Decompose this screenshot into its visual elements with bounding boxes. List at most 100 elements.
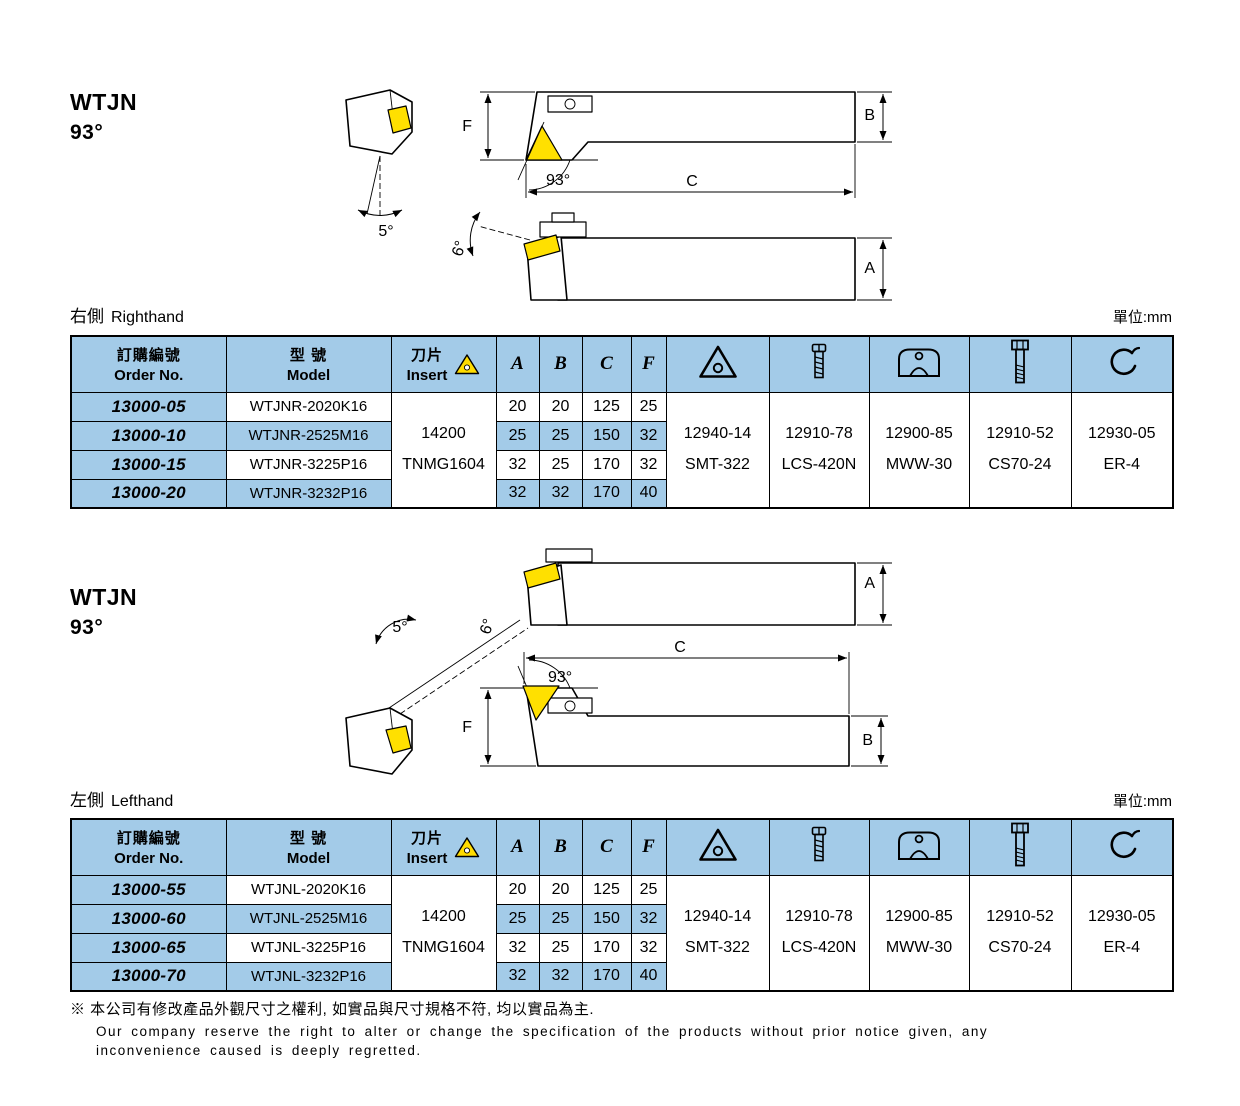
col-header-clamp: [868, 818, 970, 876]
hand-label-zh: 左側: [70, 791, 104, 810]
disclaimer-zh: ※ 本公司有修改產品外觀尺寸之權利, 如實品與尺寸規格不符, 均以實品為主.: [70, 1001, 595, 1018]
col-header-bolt: [968, 818, 1072, 876]
dim-b-cell: 25: [538, 420, 583, 451]
dim-a-cell: 20: [495, 391, 540, 422]
col-header-dim-c: C: [581, 818, 632, 876]
dim-b-label: B: [864, 107, 875, 124]
dim-c-cell: 150: [581, 903, 632, 934]
dim-f-label: F: [462, 118, 472, 135]
dim-c-cell: 125: [581, 391, 632, 422]
table-row: 13000-65 WTJNL-3225P16 32 25 170 32: [70, 932, 1173, 963]
bolt-icon: [1011, 339, 1029, 384]
dim-a-cell: 25: [495, 903, 540, 934]
top-view: F B C 93°: [462, 91, 892, 198]
series-angle: 93°: [70, 121, 104, 145]
model-cell: WTJNL-3232P16: [225, 961, 392, 992]
unit-label: 單位:mm: [1112, 309, 1172, 326]
dim-b-cell: 20: [538, 874, 583, 905]
dim-f-cell: 32: [630, 932, 667, 963]
dim-b-cell: 32: [538, 478, 583, 509]
model-cell: WTJNL-3225P16: [225, 932, 392, 963]
col-header-dim-b: B: [538, 818, 583, 876]
order-no-cell: 13000-15: [70, 449, 227, 480]
col-header-insert-shape: [665, 818, 770, 876]
angle-6-label: 6°: [449, 239, 470, 259]
col-header-clip: [1070, 818, 1174, 876]
dim-f-cell: 32: [630, 903, 667, 934]
lefthand-technical-drawing: A 5° 6° C 93°: [345, 548, 892, 775]
side-view: A 6°: [449, 211, 892, 301]
table-row: 13000-15 WTJNR-3225P16 32 25 170 32: [70, 449, 1173, 480]
dim-b-cell: 32: [538, 961, 583, 992]
dim-c-label: C: [686, 173, 698, 190]
model-cell: WTJNL-2020K16: [225, 874, 392, 905]
col-header-clip: [1070, 335, 1174, 393]
dim-b-cell: 25: [538, 449, 583, 480]
insert-shape-icon: [698, 345, 737, 378]
dim-c-cell: 170: [581, 961, 632, 992]
model-cell: WTJNR-3232P16: [225, 478, 392, 509]
hand-label-en: Lefthand: [111, 793, 174, 810]
dim-a-cell: 20: [495, 874, 540, 905]
table-row: 13000-70 WTJNL-3232P16 32 32 170 40: [70, 961, 1173, 992]
dim-f-cell: 32: [630, 449, 667, 480]
screw-icon: [811, 826, 827, 862]
dim-f-cell: 25: [630, 874, 667, 905]
col-header-dim-a: A: [495, 818, 540, 876]
dim-a-label: A: [864, 575, 875, 592]
section-title-righthand: WTJN 93°: [70, 86, 137, 148]
dim-b-label: B: [862, 732, 873, 749]
dim-c-cell: 170: [581, 449, 632, 480]
table-row: 13000-20 WTJNR-3232P16 32 32 170 40: [70, 478, 1173, 509]
spring-clip-icon: [1110, 829, 1140, 858]
clamp-icon: [898, 348, 940, 377]
dim-b-cell: 20: [538, 391, 583, 422]
col-header-bolt: [968, 335, 1072, 393]
col-header-screw: [768, 818, 870, 876]
hand-label: 左側 Lefthand: [70, 786, 173, 811]
dim-f-cell: 40: [630, 961, 667, 992]
col-header-dim-b: B: [538, 335, 583, 393]
col-header-screw: [768, 335, 870, 393]
order-no-cell: 13000-70: [70, 961, 227, 992]
dim-c-cell: 170: [581, 478, 632, 509]
insert-triangle-icon: [455, 354, 480, 374]
dim-c-cell: 170: [581, 932, 632, 963]
order-no-cell: 13000-65: [70, 932, 227, 963]
col-header-clamp: [868, 335, 970, 393]
table-row: 13000-10 WTJNR-2525M16 25 25 150 32: [70, 420, 1173, 451]
order-no-cell: 13000-05: [70, 391, 227, 422]
angle-annotations: 5° 6°: [375, 614, 529, 715]
series-name: WTJN: [70, 89, 138, 115]
col-header-dim-c: C: [581, 335, 632, 393]
dim-f-label: F: [462, 719, 472, 736]
top-view: C 93° F B: [462, 639, 888, 767]
col-header-dim-f: F: [630, 818, 667, 876]
angle-93-label: 93°: [548, 669, 572, 686]
hand-label-zh: 右側: [70, 307, 104, 326]
col-header-insert-shape: [665, 335, 770, 393]
screw-icon: [811, 343, 827, 379]
